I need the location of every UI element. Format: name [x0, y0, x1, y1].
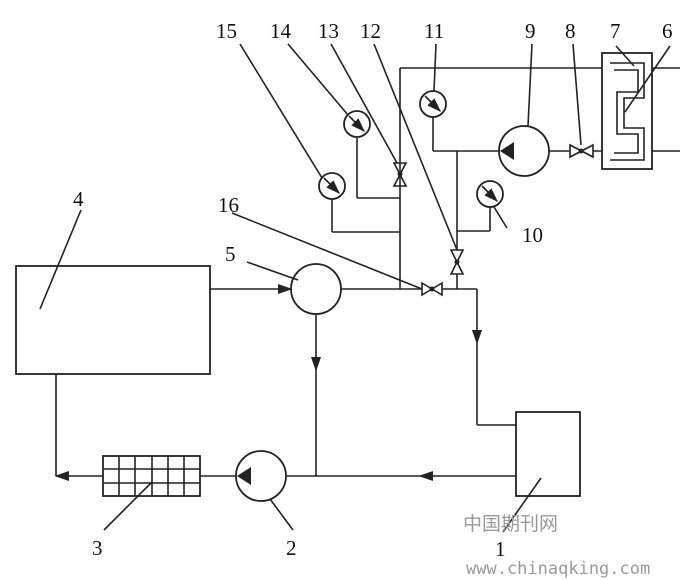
watermark-name: 中国期刊网: [463, 513, 558, 535]
component-3-filter: [102, 455, 201, 497]
gauge-15: [318, 172, 346, 200]
valve-13: [392, 162, 408, 187]
watermark-url: www.chinaqking.com: [466, 559, 650, 579]
label-4: 4: [73, 187, 84, 211]
watermark: 中国期刊网 www.chinaqking.com: [463, 513, 650, 579]
component-9-pump: [498, 125, 550, 177]
label-13: 13: [318, 19, 339, 43]
label-9: 9: [525, 19, 536, 43]
valve-8: [569, 143, 594, 159]
component-4-box: [15, 265, 211, 375]
valve-12: [449, 249, 465, 275]
label-2: 2: [286, 536, 297, 560]
label-1: 1: [495, 537, 506, 561]
valve-16: [421, 281, 443, 297]
label-11: 11: [424, 19, 444, 43]
component-6-7-assembly: [601, 52, 680, 170]
component-5-pump: [290, 263, 342, 315]
label-3: 3: [92, 536, 103, 560]
label-5: 5: [225, 242, 236, 266]
label-10: 10: [522, 223, 543, 247]
label-8: 8: [565, 19, 576, 43]
gauge-14: [343, 110, 371, 138]
piping: [54, 67, 610, 482]
label-16: 16: [218, 193, 239, 217]
label-15: 15: [216, 19, 237, 43]
label-7: 7: [610, 19, 621, 43]
component-1-tank: [515, 411, 581, 497]
label-12: 12: [360, 19, 381, 43]
component-2-pump: [235, 450, 287, 502]
leader-lines: [39, 43, 671, 533]
gauge-11: [419, 90, 447, 118]
label-6: 6: [662, 19, 673, 43]
gauge-10: [476, 180, 504, 208]
label-14: 14: [270, 19, 292, 43]
labels: 1 2 3 4 5 6 7 8 9 10 11 12 13 14 15 16: [73, 19, 673, 561]
